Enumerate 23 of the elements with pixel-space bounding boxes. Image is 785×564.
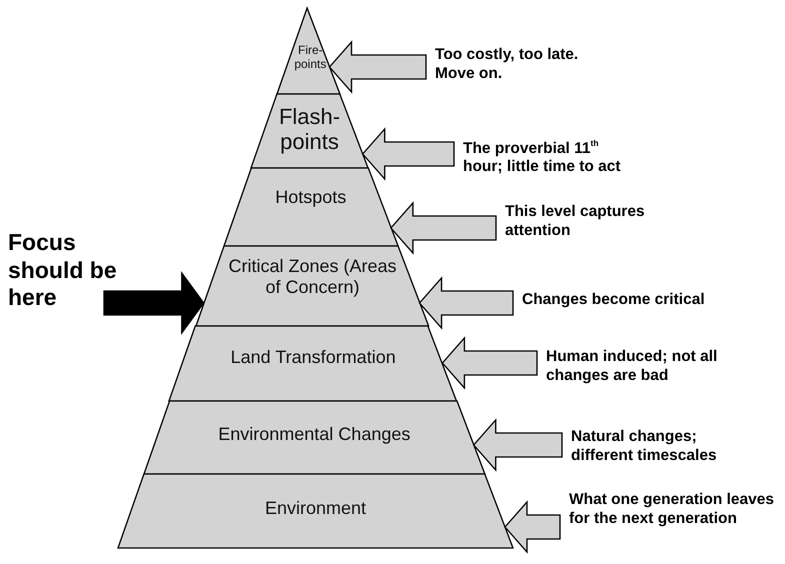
block-arrow bbox=[362, 127, 455, 181]
annotation-text: What one generation leaves for the next generation bbox=[560, 491, 784, 528]
block-arrow bbox=[504, 500, 561, 554]
annotation-text: This level captures attention bbox=[496, 203, 680, 240]
block-arrow bbox=[103, 271, 205, 335]
level-label: Land Transformation bbox=[230, 347, 397, 368]
level-label: Flash- points bbox=[278, 104, 342, 155]
annotation-text: Changes become critical bbox=[513, 291, 782, 310]
level-label: Hotspots bbox=[274, 187, 348, 208]
annotation-text: Too costly, too late. Move on. bbox=[426, 46, 610, 84]
focus-note: Focus should be here bbox=[8, 229, 148, 312]
block-arrow bbox=[328, 40, 427, 94]
block-arrow bbox=[442, 336, 538, 390]
level-label: Fire- points bbox=[293, 44, 328, 72]
block-arrow bbox=[390, 201, 497, 255]
level-label: Environmental Changes bbox=[217, 424, 412, 445]
annotation-text: Human induced; not all changes are bad bbox=[537, 348, 721, 386]
block-arrow bbox=[472, 418, 563, 472]
level-label: Critical Zones (Areas of Concern) bbox=[227, 256, 398, 298]
block-arrow bbox=[418, 276, 514, 330]
annotation-text: Natural changes; different timescales bbox=[562, 428, 761, 466]
level-label: Environment bbox=[264, 498, 368, 519]
annotation-text: The proverbial 11$^{th}$ hour; little time to act bbox=[454, 138, 633, 177]
